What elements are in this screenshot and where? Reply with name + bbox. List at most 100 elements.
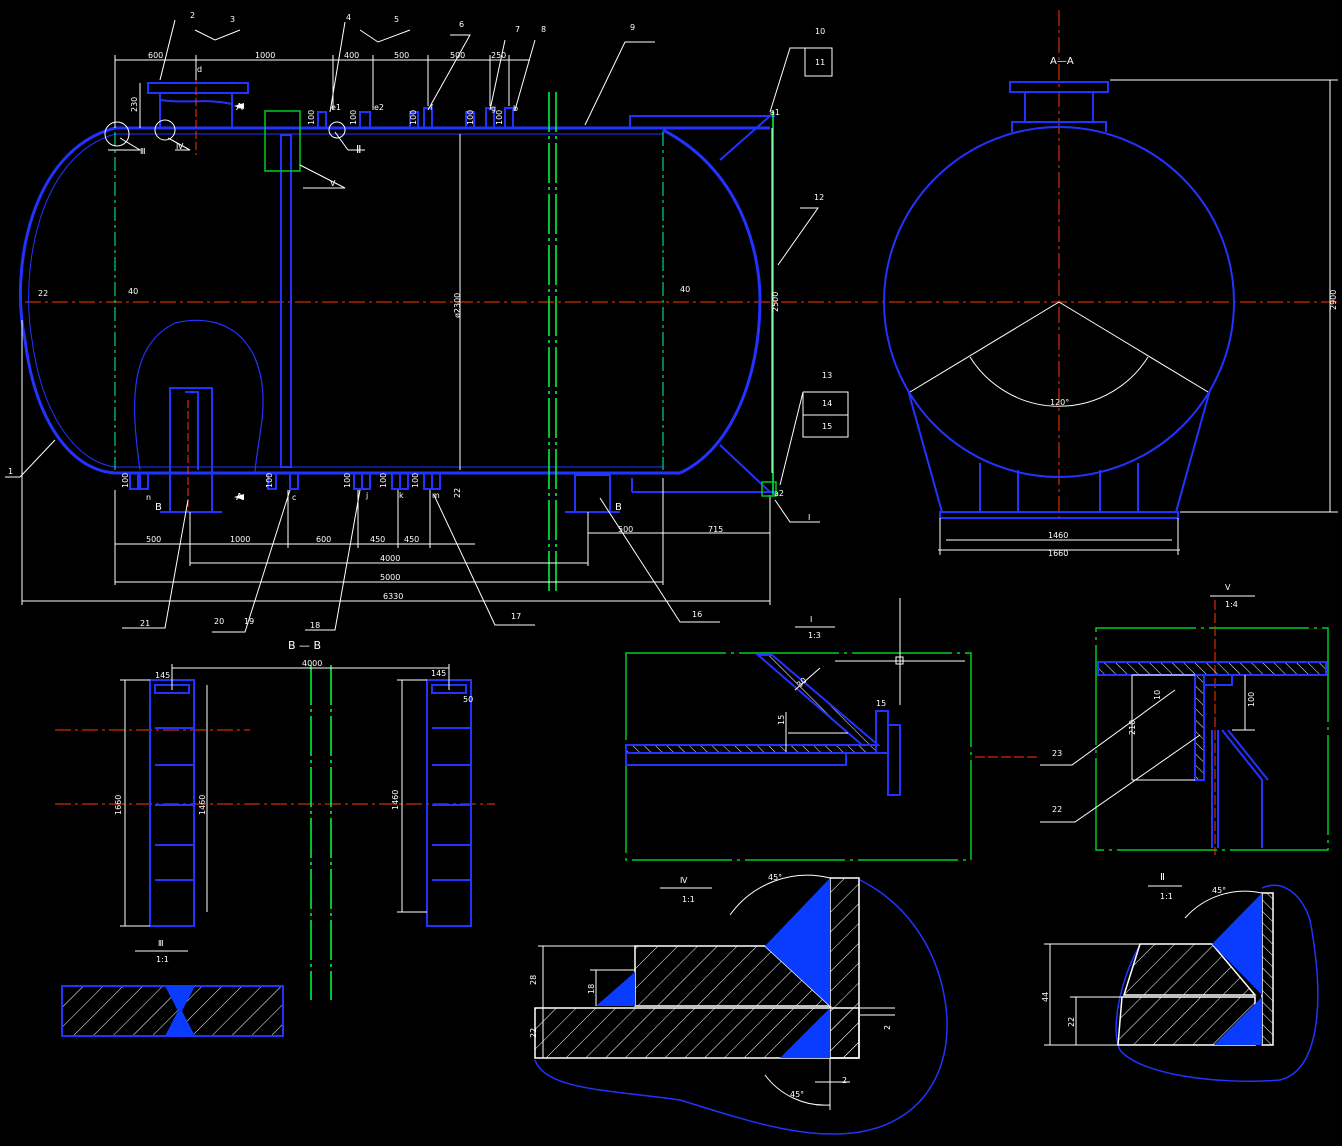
main-view-labels: 1 2 3 4 5 6 7 8 9 10 11 12 13 14 15 16 1… [8,11,832,630]
detail-i [625,598,1040,861]
detail-v-labels: Ⅴ 1:4 10 210 100 23 22 [1052,583,1256,814]
side-view-shell [883,126,1235,478]
bb-right-saddle [426,679,472,927]
detail-v-dim: 210 [1128,720,1137,735]
part-number: 18 [310,621,320,630]
top-nozzles [317,107,514,129]
detail-circle-iii [104,121,130,147]
section-mark: A [236,102,243,113]
detail-ii-dim: 44 [1041,992,1050,1002]
dim-wall-inner-left: 40 [128,287,138,296]
detail-ii-labels: Ⅱ 1:1 45° 44 22 [1041,872,1226,1027]
dim-top: 400 [344,51,359,60]
part-number: 21 [140,619,150,628]
dim-top: 1000 [255,51,275,60]
bb-left-top: 145 [155,671,170,680]
detail-v-title: Ⅴ [1225,583,1231,592]
detail-i-labels: Ⅰ 1:3 30 15 15 [777,615,886,725]
detail-iv-title: Ⅳ [680,876,688,885]
angle-lines [909,301,1209,407]
part-number: 12 [814,193,824,202]
bb-right-top: 145 [431,669,446,678]
section-arrow-a-top [234,103,244,109]
dim-nozzle-height: 100 [349,110,358,125]
part-number: 13 [822,371,832,380]
dim-bottom: 600 [316,535,331,544]
part-number: 8 [541,25,546,34]
detail-iv-boundary [534,879,948,1135]
bb-right-inner: 1460 [391,790,400,810]
nozzle-letter: c [292,493,296,502]
right-bracket [629,115,775,493]
weld-ii-top [1212,893,1262,995]
plate-vertical [829,877,860,1059]
dim-nozzle-height: 100 [379,473,388,488]
main-view [5,19,1338,633]
part-number: 16 [692,610,702,619]
dim-bottom: 450 [370,535,385,544]
weld-ii-bottom [1214,997,1262,1045]
detail-v-label: 22 [1052,805,1062,814]
weld-iv-small [596,972,635,1006]
side-view-nozzle [1009,81,1109,132]
detail-iii-scale: 1:1 [156,955,169,964]
detail-iv-labels: Ⅳ 1:1 45° 45° 28 18 22 2 2 [529,873,892,1099]
bb-right-flange: 50 [463,695,473,704]
detail-ii-angle: 45° [1212,886,1226,895]
detail-iv [534,874,948,1135]
detail-ii [1044,884,1319,1082]
vessel-shell [18,126,770,475]
dim-nozzle-height: 100 [121,473,130,488]
detail-ii-title: Ⅱ [1160,872,1165,883]
part-number: 14 [822,399,832,408]
part-number: 9 [630,23,635,32]
dim-wall-bottom: 22 [453,488,462,498]
detail-iv-dim: 18 [587,984,596,994]
bb-title: B — B [288,639,321,652]
dim-saddle: 715 [708,525,723,534]
part-number: 17 [511,612,521,621]
dim-bottom: 500 [146,535,161,544]
detail-iii-labels: Ⅲ 1:1 [135,939,188,964]
side-view [883,10,1338,555]
vessel-shell-inner [28,133,663,468]
detail-marker: Ⅳ [176,142,184,151]
side-dim-lines [938,79,1338,555]
manhole-blob [134,319,264,474]
dim-nozzle-height: 100 [409,110,418,125]
detail-v-scale: 1:4 [1225,600,1238,609]
dim-nozzle-height: 100 [343,473,352,488]
dim-nozzle-height: 100 [307,110,316,125]
nozzle-letter: a2 [774,489,784,498]
part-number: 19 [244,617,254,626]
detail-frame-v [264,110,301,172]
saddle-left [160,387,222,513]
detail-marker: Ⅰ [808,513,810,522]
detail-frame-i [761,481,777,497]
detail-iv-angle: 45° [768,873,782,882]
detail-i-title: Ⅰ [810,615,812,624]
detail-iv-scale: 1:1 [682,895,695,904]
dim-overall: 6330 [383,592,403,601]
section-bb-labels: B — B 4000 145 145 50 1660 1460 1460 [114,639,473,815]
detail-iv-angle: 45° [790,1090,804,1099]
detail-marker: Ⅲ [140,147,146,156]
detail-ii-dim: 22 [1067,1017,1076,1027]
nozzle-letter: j [365,491,368,500]
side-view-height: 2900 [1329,290,1338,310]
detail-iii [61,985,284,1037]
dim-top: 250 [491,51,506,60]
part-number: 1 [8,467,13,476]
section-mark: B [155,502,162,513]
weld-iv-bottom [780,1008,830,1058]
section-arrow-a-bottom [234,494,244,500]
detail-i-dim: 15 [876,699,886,708]
nozzle-letter: k [399,491,404,500]
section-bb [55,664,495,1000]
detail-ii-boundary [1115,884,1319,1082]
manhole [147,82,249,128]
section-mark: A [236,492,243,503]
weld-iv-main [765,878,830,1006]
dim-diameter: ø2300 [453,293,462,318]
